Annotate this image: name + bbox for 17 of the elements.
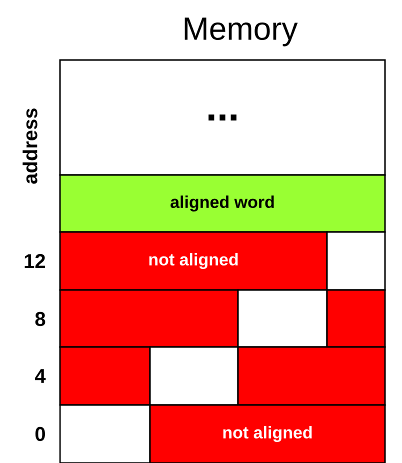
memory-cell bbox=[237, 289, 328, 348]
memory-cell bbox=[59, 346, 151, 406]
memory-cell bbox=[149, 346, 239, 406]
memory-word: aligned word bbox=[59, 174, 386, 233]
memory-region: ... bbox=[59, 59, 386, 176]
address-number: 0 bbox=[35, 426, 45, 442]
memory-word: not aligned bbox=[59, 231, 328, 291]
memory-cell bbox=[326, 231, 386, 291]
address-number: 8 bbox=[35, 312, 46, 326]
title: Memory bbox=[184, 18, 298, 46]
axis-label: address bbox=[22, 108, 38, 184]
memory-cell bbox=[59, 289, 239, 348]
memory-word: not aligned bbox=[149, 404, 386, 463]
memory-cell bbox=[59, 404, 151, 463]
address-number: 4 bbox=[34, 369, 46, 383]
memory-cell bbox=[326, 289, 386, 348]
address-number: 12 bbox=[24, 254, 45, 268]
